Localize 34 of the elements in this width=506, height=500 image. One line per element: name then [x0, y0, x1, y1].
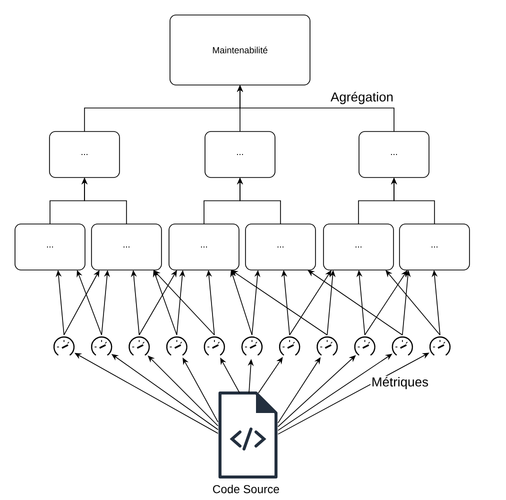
process-box: ... [399, 224, 470, 270]
process-box: ... [245, 224, 316, 270]
gauge-icon [429, 336, 451, 356]
process-box: ... [323, 224, 394, 270]
arrow [154, 270, 215, 336]
process-box: ... [358, 131, 430, 178]
arrow [138, 270, 177, 336]
process-box: ... [204, 131, 276, 178]
annotation: Métriques [370, 376, 430, 390]
process-box: ... [91, 224, 162, 270]
gauge-icon [128, 336, 150, 356]
file-icon [218, 392, 278, 478]
arrow [64, 270, 100, 336]
gauge-icon [392, 336, 413, 356]
gauge-icon [166, 336, 188, 356]
arrow [289, 270, 332, 336]
arrow [364, 270, 408, 336]
gauge-icon [91, 336, 112, 356]
arrow [231, 270, 328, 336]
gauge-icon [279, 336, 300, 356]
gauge-icon [204, 336, 225, 356]
gauge-icon [53, 336, 75, 356]
process-box: ... [49, 131, 120, 178]
process-box: ... [168, 224, 240, 270]
gauge-icon [354, 336, 376, 356]
node-label: Code Source [213, 484, 280, 494]
arrow [386, 270, 440, 336]
process-box: Maintenabilité [170, 14, 310, 86]
gauge-icon [316, 336, 338, 356]
arrow [278, 355, 356, 428]
arrow [308, 270, 403, 336]
annotation: Agrégation [330, 90, 394, 106]
gauge-icon [241, 336, 263, 356]
process-box: ... [14, 224, 86, 270]
